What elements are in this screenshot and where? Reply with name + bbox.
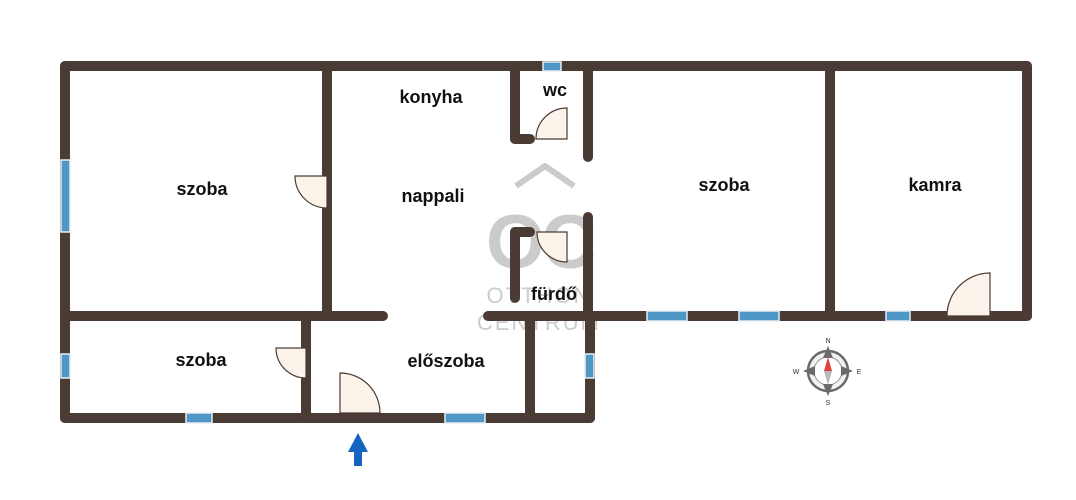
- watermark-roof-icon: [514, 163, 576, 189]
- watermark-line1: OTTHON: [487, 283, 592, 308]
- room-label-eloszoba: előszoba: [407, 351, 485, 371]
- room-label-nappali: nappali: [401, 186, 464, 206]
- room-label-konyha: konyha: [399, 87, 463, 107]
- door-swing-icon: [536, 231, 568, 263]
- compass-rose-icon: N S E W: [793, 338, 862, 407]
- room-label-kamra: kamra: [908, 175, 962, 195]
- room-label-szoba-left: szoba: [176, 179, 228, 199]
- door-swing-icon: [946, 272, 991, 317]
- windows: [60, 61, 911, 424]
- entrance-arrow-icon: [348, 433, 368, 466]
- compass-w: W: [793, 369, 800, 376]
- compass-n: N: [825, 338, 830, 345]
- door-swing-icon: [339, 372, 381, 414]
- window-left-bottom-szoba: [60, 353, 71, 379]
- room-label-szoba-bottom: szoba: [175, 350, 227, 370]
- window-szoba-right-2: [738, 310, 780, 322]
- window-bottom-szoba: [185, 412, 213, 424]
- watermark-logo: OC OTTHON CENTRUM: [477, 163, 599, 335]
- window-bath: [584, 353, 595, 379]
- room-label-szoba-right: szoba: [698, 175, 750, 195]
- room-label-furdo: fürdő: [531, 284, 577, 304]
- doors: [275, 107, 991, 414]
- compass-s: S: [826, 400, 831, 407]
- door-swing-icon: [535, 107, 568, 140]
- room-label-wc: wc: [542, 80, 567, 100]
- window-szoba-right-1: [646, 310, 688, 322]
- window-wc: [542, 61, 562, 72]
- room-labels: szoba konyha wc nappali szoba kamra fürd…: [175, 80, 962, 371]
- window-kamra: [885, 310, 911, 322]
- door-swing-icon: [275, 347, 307, 379]
- window-bottom-eloszoba: [444, 412, 486, 424]
- window-left-szoba: [60, 159, 71, 233]
- door-swing-icon: [294, 175, 328, 209]
- compass-e: E: [857, 369, 862, 376]
